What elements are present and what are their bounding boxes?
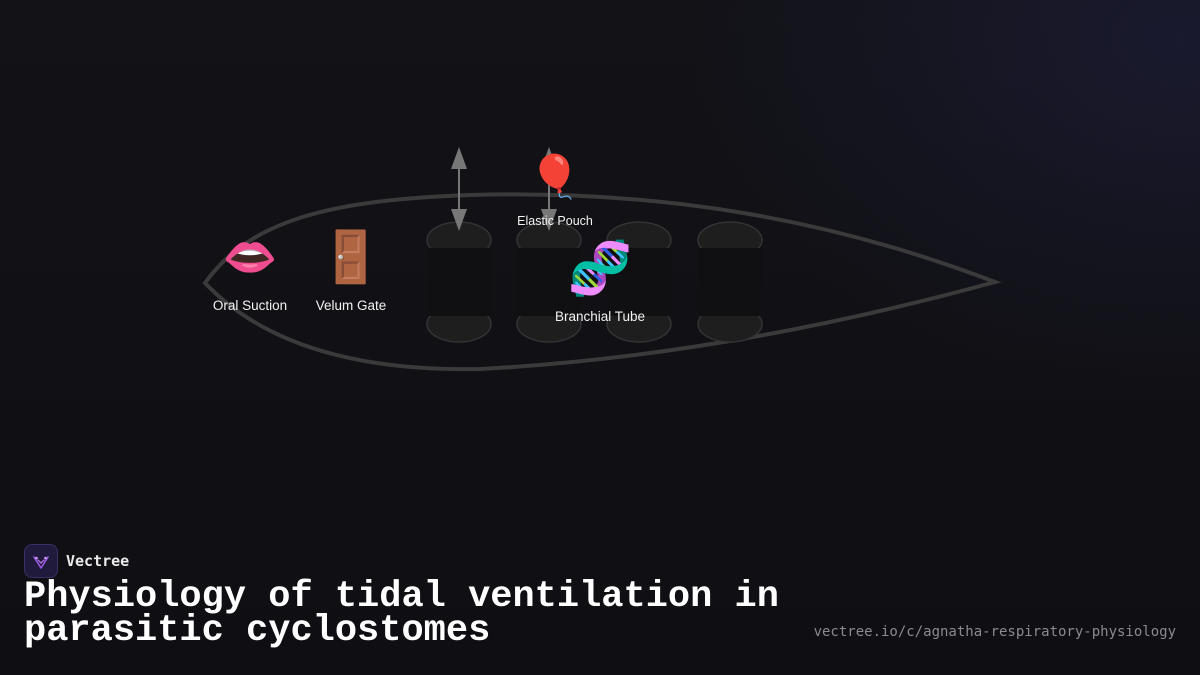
source-url[interactable]: vectree.io/c/agnatha-respiratory-physiol… xyxy=(813,624,1176,640)
lips-icon: 👄 xyxy=(222,232,278,283)
gill-pouch-4 xyxy=(697,221,763,343)
gill-pouch-1 xyxy=(426,221,492,343)
dna-icon: 🧬 xyxy=(567,239,633,299)
tidal-arrow-1 xyxy=(451,147,467,231)
tidal-arrow-2 xyxy=(541,147,557,231)
gill-pouch-2 xyxy=(516,221,582,343)
vectree-logo-icon xyxy=(24,544,58,578)
ventilation-diagram: 👄 Oral Suction 🚪 Velum Gate 🎈 Elastic Po… xyxy=(202,147,1002,372)
brand[interactable]: Vectree xyxy=(24,544,129,578)
diagram-canvas xyxy=(202,147,1002,372)
elastic-pouch-label: Elastic Pouch xyxy=(517,214,593,228)
balloon-icon: 🎈 xyxy=(528,152,582,201)
branchial-tube-label: Branchial Tube xyxy=(554,309,646,324)
brand-name: Vectree xyxy=(66,552,130,570)
gill-pouch-3 xyxy=(606,221,672,343)
door-icon: 🚪 xyxy=(319,228,383,286)
oral-suction-label: Oral Suction xyxy=(212,298,288,313)
body-outline xyxy=(202,192,1002,372)
velum-gate-label: Velum Gate xyxy=(315,298,387,313)
page-title: Physiology of tidal ventilation in paras… xyxy=(24,576,779,652)
